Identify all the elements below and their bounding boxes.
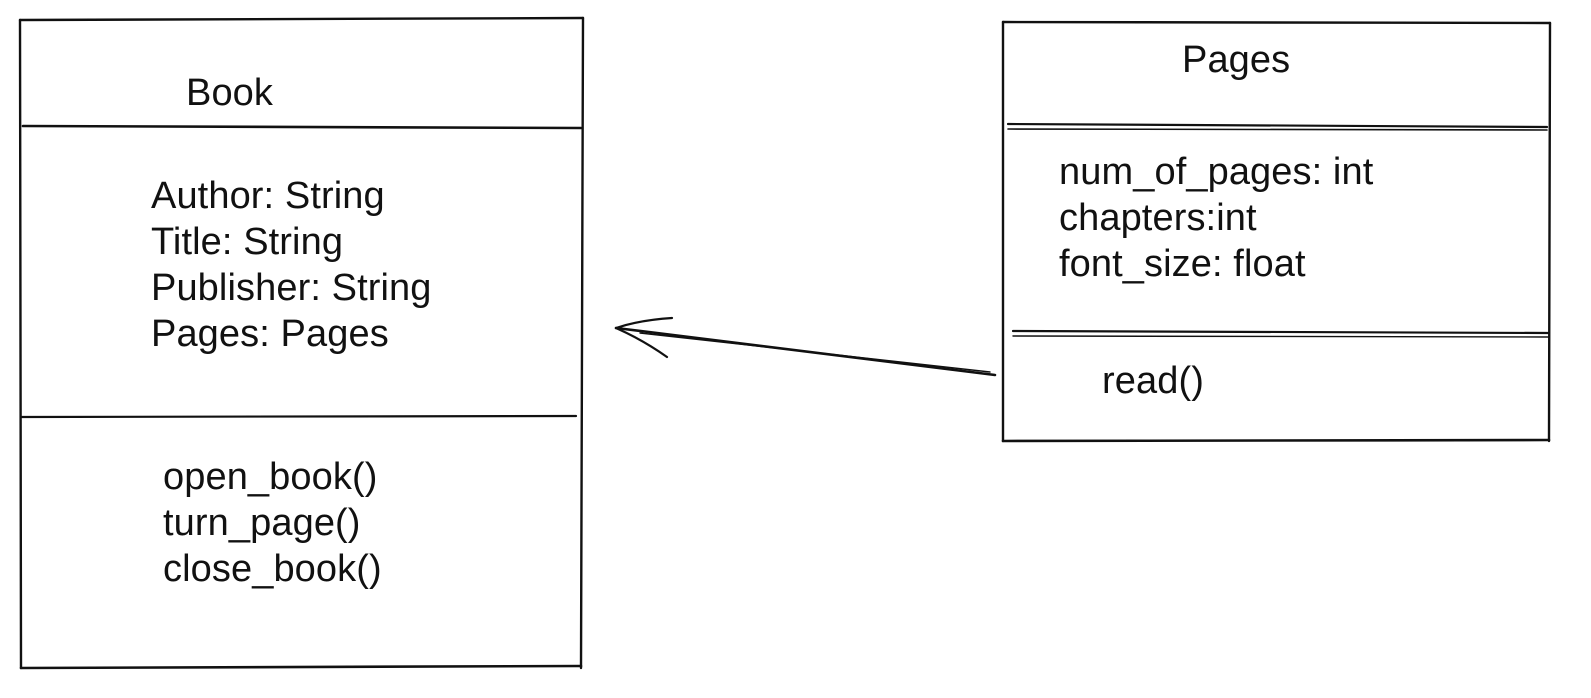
association-arrow xyxy=(614,316,997,377)
pages-method: read() xyxy=(1102,360,1204,402)
book-box-left-edge xyxy=(18,18,23,670)
pages-attribute: chapters:int xyxy=(1059,197,1257,239)
pages-attribute-divider-2 xyxy=(1012,335,1549,338)
book-method: close_book() xyxy=(163,548,382,590)
pages-attribute: num_of_pages: int xyxy=(1059,151,1374,193)
pages-name-divider-2 xyxy=(1007,128,1548,131)
book-box-top-edge xyxy=(18,16,585,22)
book-box-bottom-edge xyxy=(19,664,583,670)
book-attribute: Title: String xyxy=(151,221,344,263)
book-attributes: Author: String Title: String Publisher: … xyxy=(151,173,432,357)
pages-class-name: Pages xyxy=(1182,39,1291,81)
book-attribute-divider xyxy=(20,414,578,419)
pages-methods: read() xyxy=(1102,358,1204,404)
book-attribute: Publisher: String xyxy=(151,267,432,309)
pages-box-top-edge xyxy=(1001,20,1552,25)
book-name-divider xyxy=(21,124,583,130)
arrow-shaft-stroke-2 xyxy=(639,332,991,373)
book-box-right-edge xyxy=(579,16,585,670)
pages-attribute: font_size: float xyxy=(1059,243,1306,285)
arrowhead-upper xyxy=(614,316,674,330)
pages-class-box xyxy=(1001,20,1552,443)
arrowhead-lower xyxy=(614,326,669,359)
book-method: turn_page() xyxy=(163,502,361,544)
pages-attributes: num_of_pages: int chapters:int font_size… xyxy=(1059,149,1373,287)
pages-box-right-edge xyxy=(1547,21,1552,443)
book-method: open_book() xyxy=(163,456,378,498)
book-class-box xyxy=(18,16,585,670)
book-methods: open_book() turn_page() close_book() xyxy=(163,454,382,592)
pages-attribute-divider xyxy=(1011,329,1550,335)
book-attribute: Pages: Pages xyxy=(151,313,389,355)
book-attribute: Author: String xyxy=(151,175,385,217)
pages-box-bottom-edge xyxy=(1001,438,1551,443)
book-class-name: Book xyxy=(186,72,274,114)
pages-name-divider xyxy=(1006,122,1549,129)
